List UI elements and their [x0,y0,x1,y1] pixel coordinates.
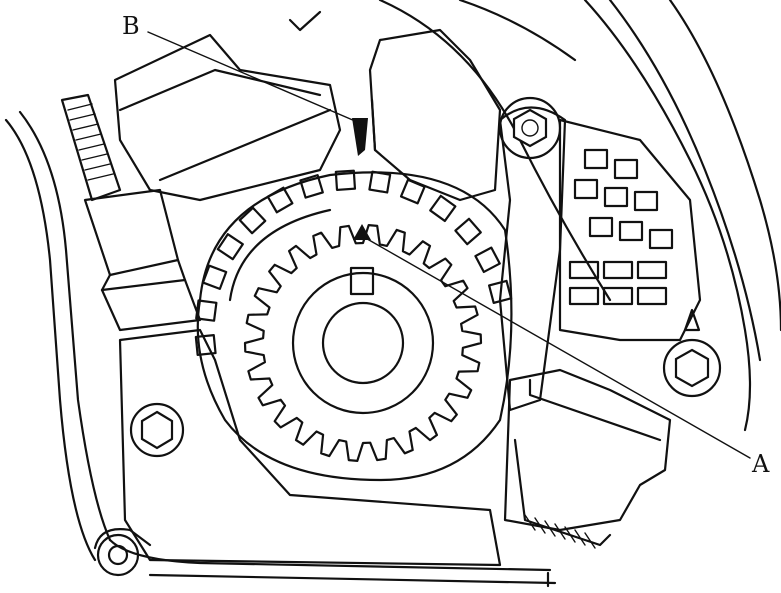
grid-cell [636,286,668,306]
sprocket-mark-a [353,224,371,240]
sprocket-outline [243,224,483,462]
belt-tooth [454,217,482,246]
casing-right-edge [668,0,781,332]
grid-cell [618,220,644,242]
cable-nut [100,278,202,332]
housing-hatch [524,514,596,549]
housing-edge [528,378,662,442]
right-mount-bolt [674,348,710,388]
bracket-ridge [118,68,322,112]
grid-cell [583,148,609,170]
tensioner-top-bolt [512,108,548,148]
label-a: A [752,450,770,478]
grid-cell [602,260,634,280]
grid-cell [568,260,600,280]
leader-a [361,235,751,459]
belt-tooth [368,170,392,194]
belt-tooth [194,334,217,356]
casing-left-outer [4,118,97,562]
cable-body [60,93,122,202]
casing-top-right [458,0,577,62]
cover-boss [368,28,502,202]
grid-cell [602,286,634,306]
right-mount-boss [662,338,722,398]
bracket-plate [113,33,342,202]
leader-b [147,31,363,125]
belt-tooth [334,169,357,191]
pointer-b-mark [352,118,368,156]
label-b: B [122,12,140,40]
grid-cell [588,216,614,238]
grid-frame [558,118,702,342]
grid-cell [568,286,600,306]
flange-bolt-washer [129,402,185,458]
belt-tooth [429,194,457,223]
sprocket-hub-outer [291,271,435,415]
belt-tooth [399,178,426,205]
rib-grid [558,118,702,342]
grid-cell [613,158,639,180]
tensioner-top-bolt-center [521,119,539,137]
cable-joint [100,258,187,292]
cover-edge [370,98,377,152]
mount-eye-neck [93,528,152,550]
mount-eye [96,533,140,577]
belt-outer [196,171,513,482]
belt-inner-edge [228,208,332,302]
casing-bottom-2 [148,573,557,585]
belt-teeth [194,169,513,356]
tensioner-arm [498,106,567,412]
casing-notch [288,10,322,32]
keyway [349,266,375,296]
grid-cell [648,228,674,250]
grid-cell [633,190,659,212]
lower-right-housing [503,368,672,549]
right-mount-pointer [683,308,701,332]
belt-tooth [488,279,513,304]
belt-tooth [201,264,228,290]
flange-bolt-head [140,410,174,450]
belt-tooth [216,233,244,261]
cable-coils [67,103,114,181]
grid-cell [573,178,599,200]
grid-cell [636,260,668,280]
plug-cable [60,93,202,332]
cable-boot [83,188,180,277]
leaders [147,31,751,459]
belt-tooth [238,206,267,235]
casing-left-inner [18,110,112,542]
casing-right-outer2 [608,0,762,362]
mount-eye-hole [107,544,129,566]
upper-bracket [113,28,502,202]
casing-right-outer [583,0,752,432]
bracket-rib [158,108,332,182]
flange-plate [118,328,502,567]
pointer-b [352,118,368,156]
grid-cell [603,186,629,208]
housing-lower [513,438,612,547]
belt-tooth [266,186,294,214]
tensioner [498,96,722,412]
belt-tooth [299,174,324,199]
crank-sprocket [243,224,483,462]
sprocket-hub-inner [321,301,405,385]
timing-belt [196,171,513,482]
belt-tooth [195,299,218,322]
engine-casing [4,0,781,588]
lower-flange [93,328,502,577]
belt-tooth [474,246,501,274]
